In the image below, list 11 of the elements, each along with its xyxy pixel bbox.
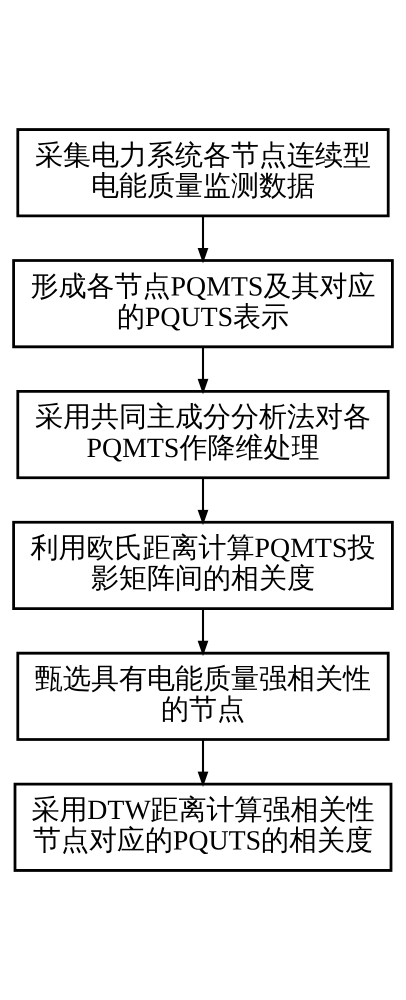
- arrow: [198, 740, 208, 787]
- arrow: [198, 216, 208, 264]
- arrow: [198, 478, 208, 526]
- node-box: 采用DTW距离计算强相关性节点对应的PQUTS的相关度: [14, 782, 392, 872]
- node-box: 采集电力系统各节点连续型电能质量监测数据: [16, 128, 390, 218]
- node-box: 甄选具有电能质量强相关性的节点: [16, 652, 390, 741]
- arrow: [198, 608, 208, 656]
- node-box: 采用共同主成分分析法对各PQMTS作降维处理: [16, 390, 390, 480]
- node-box: 利用欧氏距离计算PQMTS投影矩阵间的相关度: [12, 520, 394, 610]
- node-box: 形成各节点PQMTS及其对应的PQUTS表示: [12, 259, 394, 348]
- arrow: [198, 346, 208, 394]
